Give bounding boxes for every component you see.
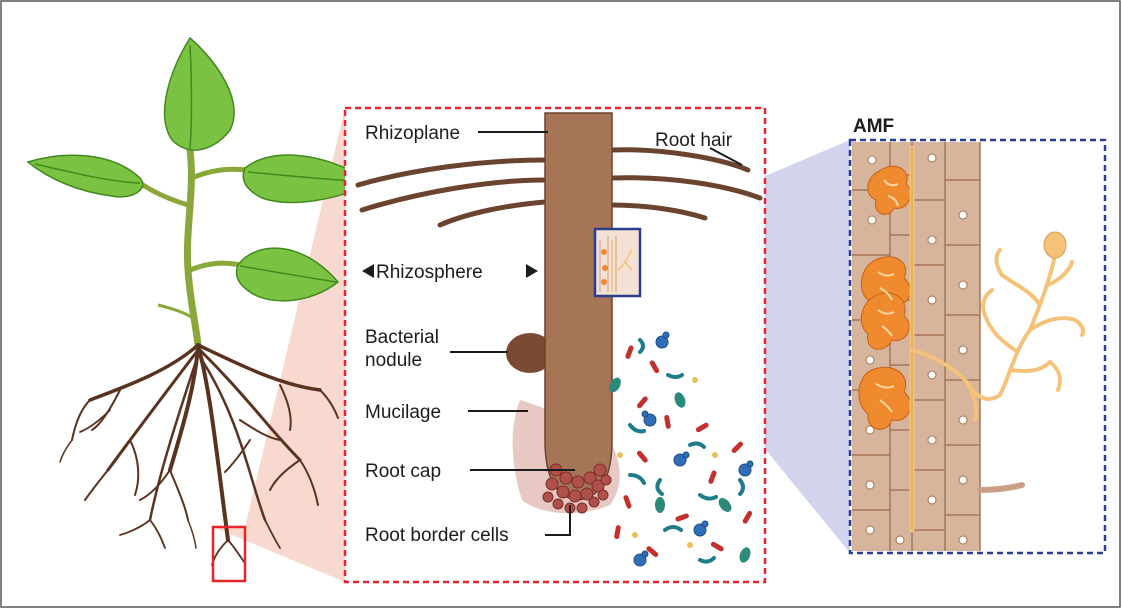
- label-rhizoplane: Rhizoplane: [365, 123, 460, 144]
- root-cortex-highlight-box: [595, 229, 640, 296]
- label-amf: AMF: [853, 116, 894, 137]
- fungal-spore: [1044, 232, 1066, 258]
- label-rhizosphere: Rhizosphere: [376, 262, 483, 283]
- label-root-cap: Root cap: [365, 461, 441, 482]
- label-bacterial-nodule-line2: nodule: [365, 350, 422, 371]
- label-root-border-cells: Root border cells: [365, 525, 509, 546]
- label-mucilage: Mucilage: [365, 402, 441, 423]
- label-root-hair: Root hair: [655, 130, 733, 151]
- root-body: [545, 113, 612, 500]
- label-bacterial-nodule-line1: Bacterial: [365, 327, 439, 348]
